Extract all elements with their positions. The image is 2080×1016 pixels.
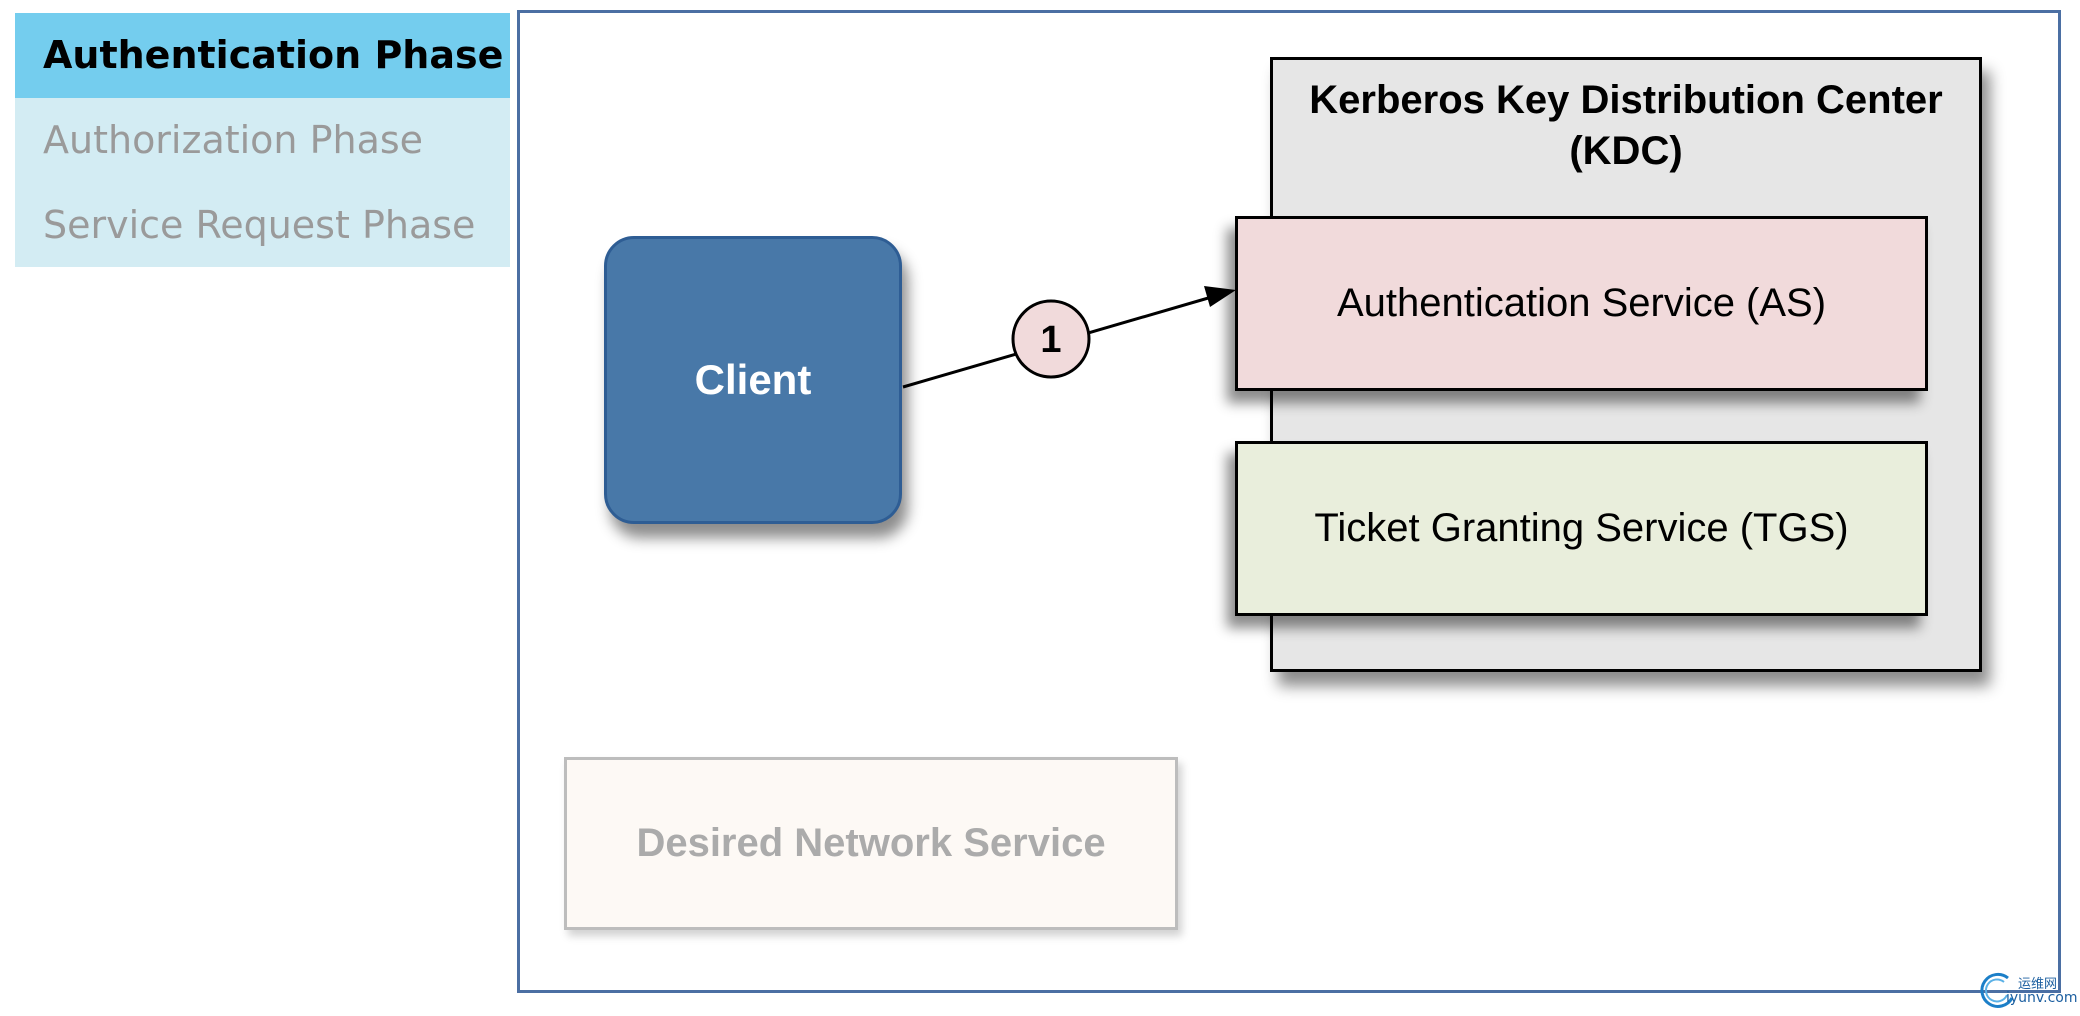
watermark-line2: iyunv.com <box>2006 990 2078 1006</box>
client-label: Client <box>694 356 812 403</box>
watermark: 运维网 iyunv.com <box>1978 970 2078 1010</box>
phase-list: Authentication Phase Authorization Phase… <box>15 13 510 267</box>
phase-item-authorization[interactable]: Authorization Phase <box>43 118 424 162</box>
watermark-logo-icon <box>1980 972 2014 1008</box>
phase-item-authentication[interactable]: Authentication Phase <box>15 13 510 98</box>
phase-item-service-request[interactable]: Service Request Phase <box>43 203 476 247</box>
ticket-granting-service-box: Ticket Granting Service (TGS) <box>1235 441 1928 616</box>
desired-network-service-label: Desired Network Service <box>636 821 1106 865</box>
kdc-title: Kerberos Key Distribution Center (KDC) <box>1273 75 1979 177</box>
diagram-frame <box>517 10 2061 993</box>
authentication-service-label: Authentication Service (AS) <box>1336 281 1827 325</box>
ticket-granting-service-label: Ticket Granting Service (TGS) <box>1314 506 1849 550</box>
client-node: Client <box>604 236 902 524</box>
desired-network-service-box: Desired Network Service <box>564 757 1178 930</box>
kdc-title-line2: (KDC) <box>1569 129 1683 173</box>
kdc-title-line1: Kerberos Key Distribution Center <box>1309 78 1943 122</box>
watermark-line1: 运维网 <box>2018 977 2058 992</box>
authentication-service-box: Authentication Service (AS) <box>1235 216 1928 391</box>
